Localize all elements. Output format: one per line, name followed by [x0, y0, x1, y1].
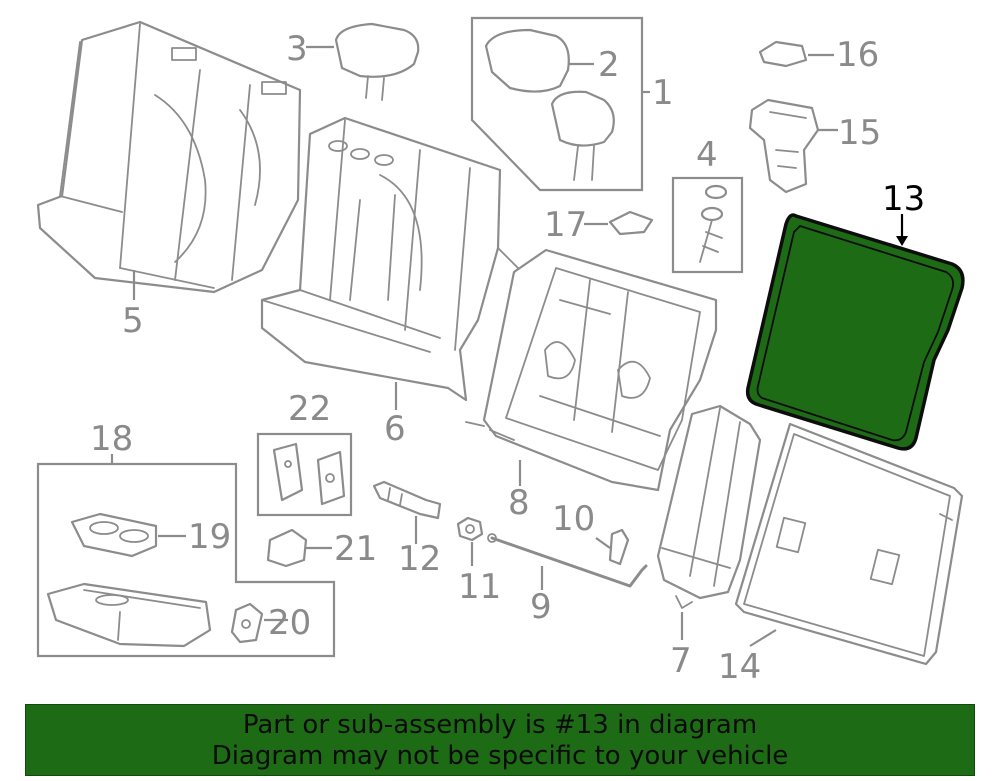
- callout-4: 4: [696, 135, 718, 175]
- parts-diagram: 5 3 1 2 6 4 17: [36, 16, 965, 687]
- callout-2: 2: [598, 45, 620, 85]
- callout-16: 16: [836, 35, 879, 75]
- callout-6: 6: [384, 409, 406, 449]
- part-7-side-bolster: [656, 404, 762, 609]
- banner-vehicle-disclaimer: Diagram may not be specific to your vehi…: [211, 741, 789, 771]
- callout-3: 3: [286, 29, 308, 69]
- callout-15: 15: [838, 113, 881, 153]
- callout-22: 22: [288, 389, 331, 429]
- part-6-seat-back-frame: [260, 116, 519, 402]
- part-22-group-frame: [256, 432, 353, 517]
- part-17-clip: [608, 210, 654, 236]
- part-11-nut: [456, 516, 484, 542]
- part-9-rod: [490, 536, 648, 588]
- part-10-clip: [608, 528, 630, 566]
- callout-11: 11: [458, 567, 501, 607]
- callout-8: 8: [508, 483, 530, 523]
- info-banner: Part or sub-assembly is #13 in diagram D…: [25, 704, 975, 776]
- callout-17: 17: [544, 205, 587, 245]
- part-3-headrest: [334, 22, 420, 101]
- callout-5: 5: [122, 301, 144, 341]
- leader-10: [595, 537, 611, 549]
- part-2-headrest: [550, 90, 615, 181]
- leader-13-arrowhead: [896, 236, 908, 246]
- part-22-hinge-brackets: [272, 442, 346, 506]
- leader-14: [749, 629, 777, 647]
- part-21-bracket: [266, 528, 308, 568]
- part-2-headrest-pad: [484, 28, 570, 93]
- callout-14: 14: [718, 647, 761, 687]
- callout-10: 10: [552, 499, 595, 539]
- part-14-rear-panel: [734, 422, 964, 666]
- callout-12: 12: [398, 539, 441, 579]
- part-1-group-frame: [470, 16, 644, 192]
- part-9-rod-end: [487, 533, 497, 543]
- part-20-bracket: [230, 602, 264, 644]
- callout-7: 7: [670, 641, 692, 681]
- callout-13: 13: [882, 179, 925, 219]
- part-18-armrest: [46, 582, 212, 648]
- part-5-seat-back-cushion: [36, 20, 302, 294]
- callout-18: 18: [90, 419, 133, 459]
- part-4-group-frame: [671, 176, 744, 274]
- callout-19: 19: [188, 517, 231, 557]
- part-4-bolt: [699, 184, 728, 263]
- part-19-cup-holder: [70, 512, 158, 558]
- part-12-bolt: [372, 480, 442, 520]
- callout-1: 1: [652, 73, 674, 113]
- part-13-back-panel: [745, 213, 965, 451]
- part-8-seat-back-metal-frame: [465, 248, 718, 492]
- part-18-group-frame: [36, 462, 336, 658]
- part-15-latch: [748, 98, 820, 194]
- part-16-clip: [758, 40, 808, 68]
- callout-20: 20: [268, 603, 311, 643]
- callout-21: 21: [334, 529, 377, 569]
- banner-part-note: Part or sub-assembly is #13 in diagram: [242, 710, 758, 740]
- callout-9: 9: [530, 587, 552, 627]
